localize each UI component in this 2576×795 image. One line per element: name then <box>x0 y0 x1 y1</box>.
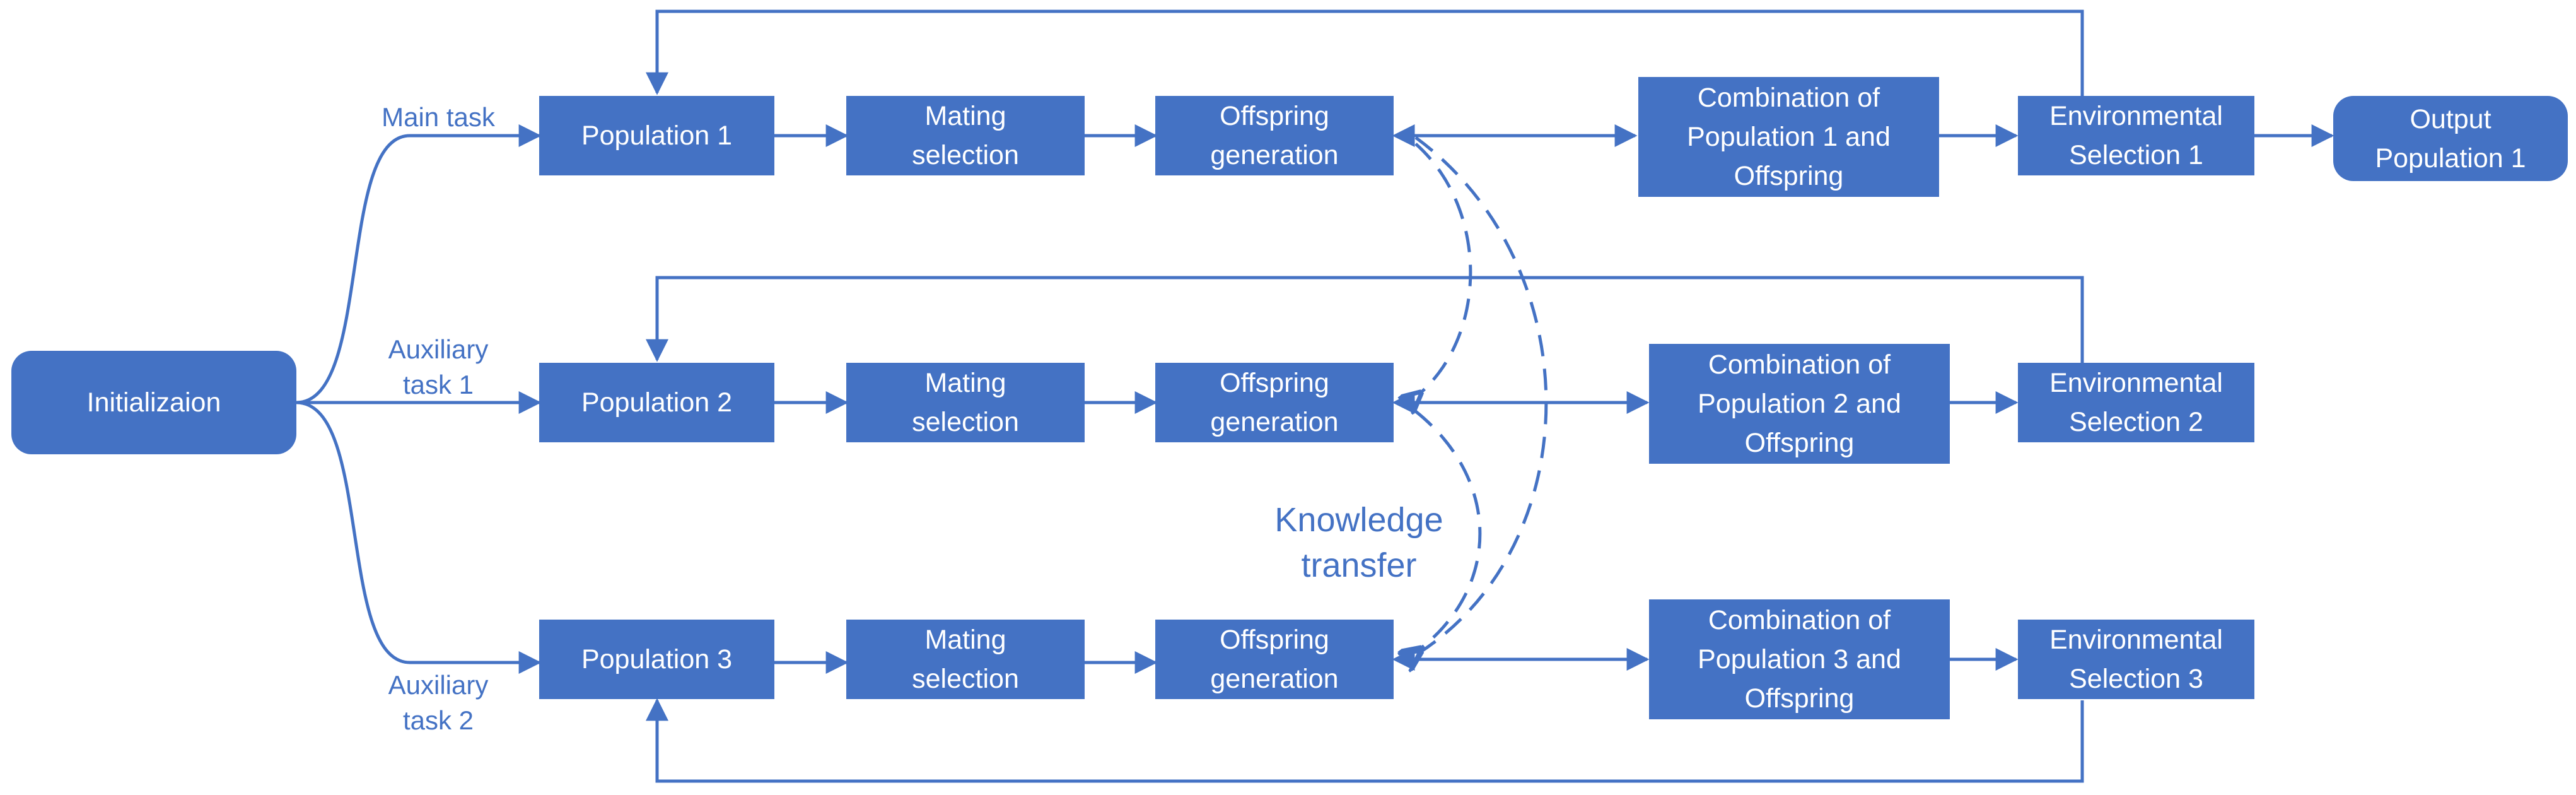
combination-2-box: Combination of Population 2 and Offsprin… <box>1649 344 1950 464</box>
combination-1-label: Combination of Population 1 and Offsprin… <box>1687 83 1891 191</box>
edge-init-to-population-1 <box>296 124 542 404</box>
environmental-selection-2-label: Environmental Selection 2 <box>2049 368 2223 437</box>
transfer-offspring1-to-offspring3 <box>1416 136 1548 653</box>
environmental-selection-3-label: Environmental Selection 3 <box>2049 625 2223 694</box>
population-3-box: Population 3 <box>539 620 774 699</box>
transfer-offspring2-to-offspring3 <box>1416 410 1482 650</box>
combination-1-box: Combination of Population 1 and Offsprin… <box>1638 77 1939 197</box>
knowledge-transfer-label: Knowledge transfer <box>1274 501 1443 584</box>
mating-selection-3-box: Mating selection <box>846 620 1085 699</box>
offspring-generation-1-box: Offspring generation <box>1155 96 1394 175</box>
task-label-auxiliary-2: Auxiliary task 2 <box>388 670 489 735</box>
mating-selection-2-label: Mating selection <box>912 368 1019 437</box>
population-2-label: Population 2 <box>581 387 733 418</box>
combination-2-label: Combination of Population 2 and Offsprin… <box>1698 350 1901 458</box>
edge-loop-row-2 <box>646 276 2084 363</box>
combination-3-label: Combination of Population 3 and Offsprin… <box>1698 605 1901 714</box>
population-1-box: Population 1 <box>539 96 774 175</box>
edge-loop-row-1 <box>646 9 2084 96</box>
mating-selection-1-box: Mating selection <box>846 96 1085 175</box>
output-population-1-node: Output Population 1 <box>2333 96 2568 181</box>
mating-selection-1-label: Mating selection <box>912 101 1019 170</box>
mating-selection-3-label: Mating selection <box>912 625 1019 694</box>
edge-loop-row-3 <box>646 698 2084 783</box>
population-3-label: Population 3 <box>581 644 733 674</box>
output-population-1-label: Output Population 1 <box>2375 103 2526 174</box>
offspring-generation-2-label: Offspring generation <box>1210 368 1339 437</box>
offspring-generation-1-label: Offspring generation <box>1210 101 1339 170</box>
environmental-selection-3-box: Environmental Selection 3 <box>2018 620 2254 699</box>
mating-selection-2-box: Mating selection <box>846 363 1085 442</box>
task-label-main: Main task <box>382 102 495 132</box>
offspring-generation-3-box: Offspring generation <box>1155 620 1394 699</box>
offspring-generation-2-box: Offspring generation <box>1155 363 1394 442</box>
task-label-auxiliary-1: Auxiliary task 1 <box>388 334 489 399</box>
initialization-node: Initializaion <box>11 351 296 454</box>
combination-3-box: Combination of Population 3 and Offsprin… <box>1649 599 1950 719</box>
initialization-label: Initializaion <box>86 387 221 418</box>
environmental-selection-1-box: Environmental Selection 1 <box>2018 96 2254 175</box>
population-1-label: Population 1 <box>581 121 733 151</box>
population-2-box: Population 2 <box>539 363 774 442</box>
transfer-offspring1-to-offspring2 <box>1416 143 1472 394</box>
environmental-selection-1-label: Environmental Selection 1 <box>2049 101 2223 170</box>
offspring-generation-3-label: Offspring generation <box>1210 625 1339 694</box>
environmental-selection-2-box: Environmental Selection 2 <box>2018 363 2254 442</box>
edge-init-to-population-3 <box>296 401 542 674</box>
